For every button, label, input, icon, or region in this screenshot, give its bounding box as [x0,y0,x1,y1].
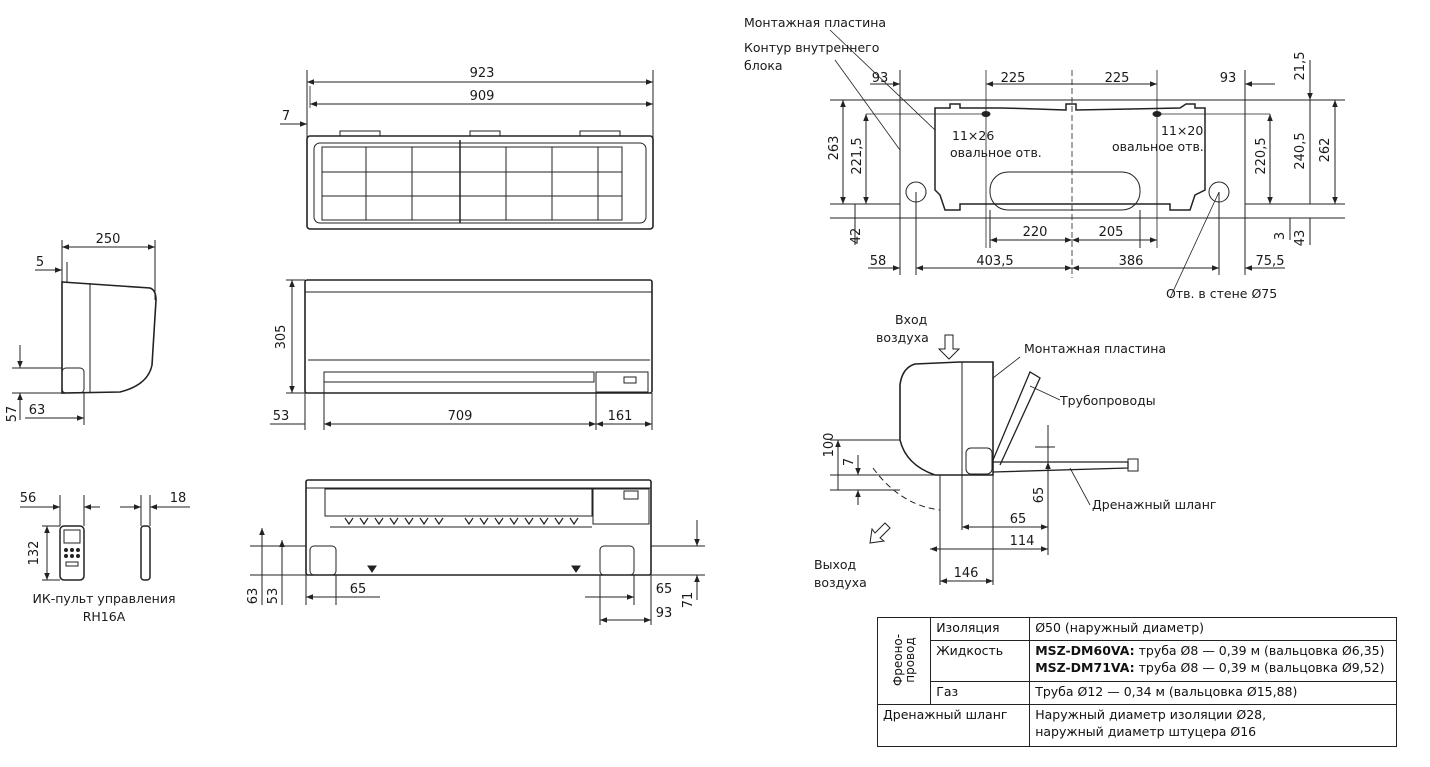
insulation-value: Ø50 (наружный диаметр) [1029,617,1397,641]
label-unit-contour-2: блока [744,58,783,73]
installation-side-view [830,334,1139,585]
drain-value-1: Наружный диаметр изоляции Ø28, [1035,707,1267,723]
dim-403-5: 403,5 [976,254,1013,269]
dim-161: 161 [608,409,633,424]
dim-305: 305 [274,325,289,350]
annotation-labels: Монтажная пластина Контур внутреннего бл… [33,15,1278,624]
label-mounting-plate-side: Монтажная пластина [1024,341,1166,356]
dim-221-5: 221,5 [850,137,865,174]
dim-71: 71 [681,592,696,609]
label-remote-2: RH16A [83,609,126,624]
insulation-label: Изоляция [930,617,1031,641]
gas-label: Газ [930,681,1031,706]
dim-909: 909 [470,89,495,104]
label-oval-hole-1a: 11×26 [952,128,994,143]
label-air-out-1: Выход [814,557,856,572]
dim-63: 63 [29,403,46,418]
dim-43: 43 [1293,230,1308,247]
dim-263: 263 [827,136,842,161]
freon-cell: Фреоно- провод [876,616,932,706]
dim-65-side: 65 [1010,512,1027,527]
drain-value: Наружный диаметр изоляции Ø28, наружный … [1029,704,1397,747]
dim-5: 5 [36,255,44,270]
drain-value-2: наружный диаметр штуцера Ø16 [1035,724,1257,740]
label-pipes: Трубопроводы [1059,393,1156,408]
dim-7-side: 7 [842,458,857,466]
dim-75-5: 75,5 [1256,254,1285,269]
label-air-out-2: воздуха [814,575,867,590]
label-air-in-1: Вход [895,312,927,327]
dim-21-5: 21,5 [1293,52,1308,81]
dim-250: 250 [96,232,121,247]
dim-65-left: 65 [350,582,367,597]
dim-63-bottom: 63 [246,588,261,605]
dim-93-left: 93 [872,71,889,86]
dim-132: 132 [27,541,42,566]
dim-7: 7 [282,109,290,124]
dim-18: 18 [170,491,187,506]
dim-93: 93 [656,606,673,621]
dim-386: 386 [1119,254,1144,269]
gas-value: Труба Ø12 — 0,34 м (вальцовка Ø15,88) [1029,681,1397,706]
unit-front-view [270,279,653,430]
dim-146: 146 [954,566,979,581]
dim-225-left: 225 [1001,71,1026,86]
dim-65-vertical: 65 [1032,487,1047,504]
dim-53-bottom: 53 [266,588,281,605]
label-oval-hole-2a: 11×20 [1161,123,1203,138]
remote-controller [20,495,190,581]
dim-709: 709 [448,409,473,424]
label-oval-hole-1b: овальное отв. [950,145,1042,160]
dim-56: 56 [20,491,37,506]
dim-220-5: 220,5 [1254,137,1269,174]
dim-114: 114 [1010,534,1035,549]
mounting-plate-view [829,29,1345,299]
label-oval-hole-2b: овальное отв. [1112,139,1204,154]
dim-65-right: 65 [656,582,673,597]
label-wall-hole: Отв. в стене Ø75 [1166,286,1277,301]
freon-label: Фреоно- провод [891,633,918,687]
dim-220: 220 [1023,225,1048,240]
label-remote-1: ИК-пульт управления [33,591,176,606]
dim-57: 57 [5,406,20,423]
dim-3: 3 [1273,232,1288,240]
label-unit-contour-1: Контур внутреннего [744,40,879,55]
unit-bottom-view [250,479,705,625]
dim-240-5: 240,5 [1293,132,1308,169]
dim-58: 58 [870,254,887,269]
liquid-value-1: труба Ø8 — 0,39 м (вальцовка Ø6,35) [1134,642,1385,658]
unit-side-view [12,240,157,425]
dim-262: 262 [1318,138,1333,163]
dim-225-right: 225 [1105,71,1130,86]
dim-42: 42 [849,228,864,245]
liquid-value-2: труба Ø8 — 0,39 м (вальцовка Ø9,52) [1134,659,1385,675]
liquid-model-1: MSZ-DM60VA: [1035,642,1135,658]
dim-923: 923 [470,66,495,81]
unit-top-view [280,70,654,230]
label-mounting-plate: Монтажная пластина [744,15,886,30]
dim-93-right: 93 [1220,71,1237,86]
liquid-label: Жидкость [930,639,1031,683]
dim-100: 100 [822,433,837,458]
drain-label: Дренажный шланг [876,704,1031,747]
dim-205: 205 [1099,225,1124,240]
liquid-value: MSZ-DM60VA: труба Ø8 — 0,39 м (вальцовка… [1029,639,1397,683]
dim-53: 53 [273,409,290,424]
dimension-labels: 923 909 7 250 5 305 57 63 53 709 161 56 … [5,52,1333,621]
label-air-in-2: воздуха [876,330,929,345]
spec-table: Фреоно- провод Изоляция Ø50 (наружный ди… [876,616,1397,747]
liquid-model-2: MSZ-DM71VA: [1035,659,1135,675]
label-drain-hose: Дренажный шланг [1092,497,1216,512]
